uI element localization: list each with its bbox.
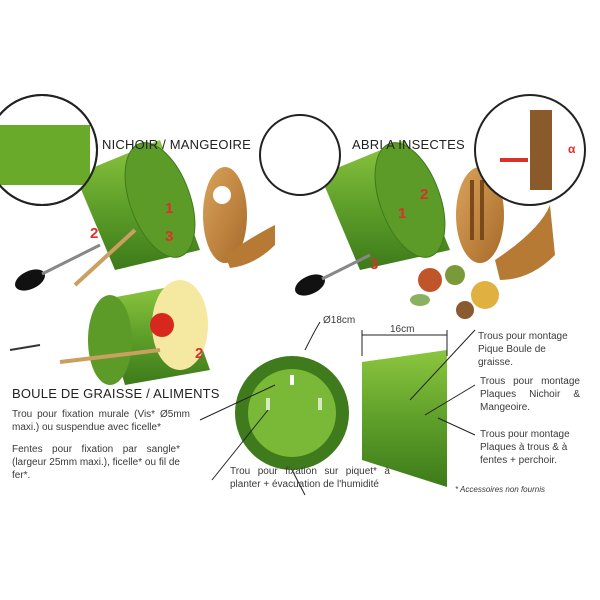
pot-side-view <box>361 329 476 487</box>
annotation-stake-hole: Trou pour fixation sur piquet* à planter… <box>230 466 390 490</box>
zoom-inset-left <box>0 94 98 206</box>
step-number-3: 3 <box>165 228 174 245</box>
nest-box-pot <box>75 140 200 270</box>
leaves-and-cones <box>410 265 499 319</box>
annotation-slots: Fentes pour fixation par sangle* (largeu… <box>12 444 180 481</box>
title-fat-ball: BOULE DE GRAISSE / ALIMENTS <box>12 386 220 401</box>
title-nest-feeder: NICHOIR / MANGEOIRE <box>102 137 251 152</box>
angle-label: α <box>568 142 576 156</box>
fat-ball-pot <box>9 280 210 385</box>
title-insect-shelter: ABRI A INSECTES <box>352 137 465 152</box>
step-number-3-insect: 3 <box>370 256 379 273</box>
annotation-holes-nest-plates: Trous pour montage Plaques Nichoir & Man… <box>480 376 580 413</box>
diameter-label: Ø18cm <box>323 315 356 326</box>
pot-bottom-view <box>199 321 349 496</box>
zoom-inset-top-right-small <box>259 114 341 196</box>
length-label: 16cm <box>390 324 415 335</box>
zoom-inset-right <box>474 94 586 206</box>
step-number-2-fat: 2 <box>195 345 204 362</box>
step-number-2-insect: 2 <box>420 186 429 203</box>
step-number-1: 1 <box>165 200 174 217</box>
annotation-holes-fat-ball: Trous pour montage Pique Boule de graiss… <box>478 331 568 368</box>
footnote: * Accessoires non fournis <box>455 485 545 494</box>
step-number-2: 2 <box>90 225 99 242</box>
step-number-1-insect: 1 <box>398 205 407 222</box>
annotation-holes-insect-plates: Trous pour montage Plaques à trous & à f… <box>480 429 570 466</box>
screwdriver-left <box>15 228 137 291</box>
insect-shelter-pot <box>320 140 450 270</box>
annotation-wall-hole: Trou pour fixation murale (Vis* Ø5mm max… <box>12 409 190 433</box>
screwdriver-right <box>295 253 371 296</box>
nest-front-plate <box>203 167 275 268</box>
